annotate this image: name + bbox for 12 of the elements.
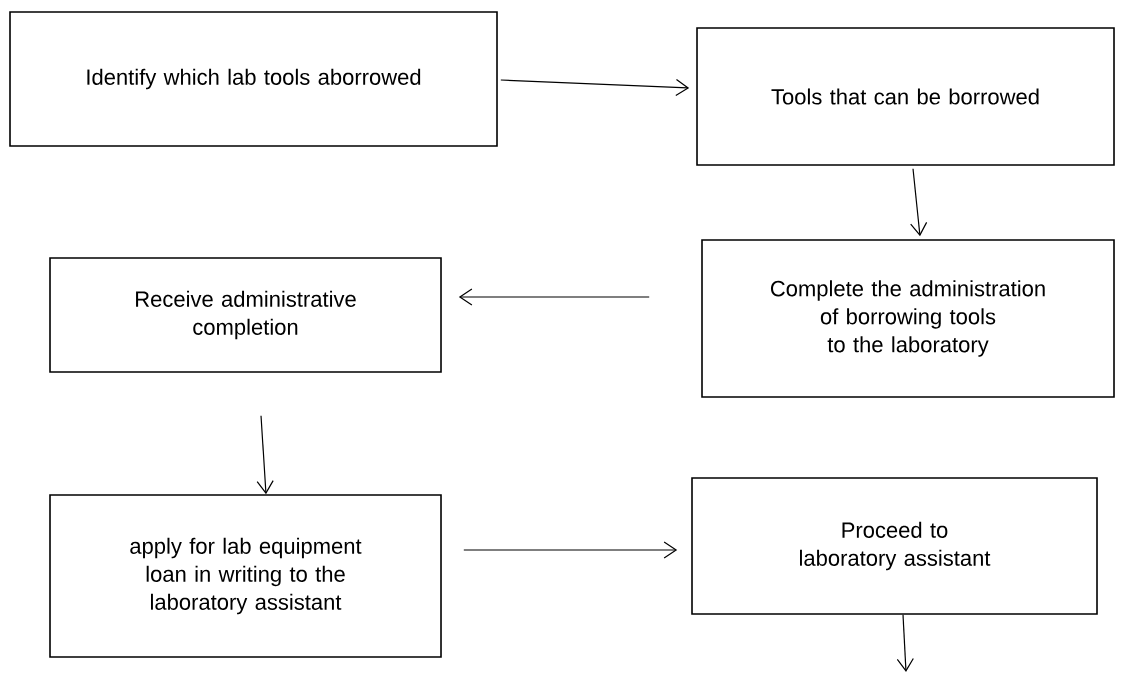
arrow [463, 541, 678, 559]
arrow [256, 415, 274, 495]
process-box: Tools that can be borrowed [696, 27, 1115, 166]
process-box: Complete the administration of borrowing tools to the laboratory [701, 239, 1115, 398]
process-box: Identify which lab tools aborrowed [9, 11, 498, 147]
process-box: Receive administrative completion [49, 257, 442, 373]
arrow [458, 288, 650, 306]
process-box: Proceed to laboratory assistant [691, 477, 1098, 615]
arrow [500, 78, 690, 97]
arrow [910, 168, 928, 237]
arrow [896, 614, 914, 672]
process-box: apply for lab equipment loan in writing to the laboratory assistant [49, 494, 442, 658]
